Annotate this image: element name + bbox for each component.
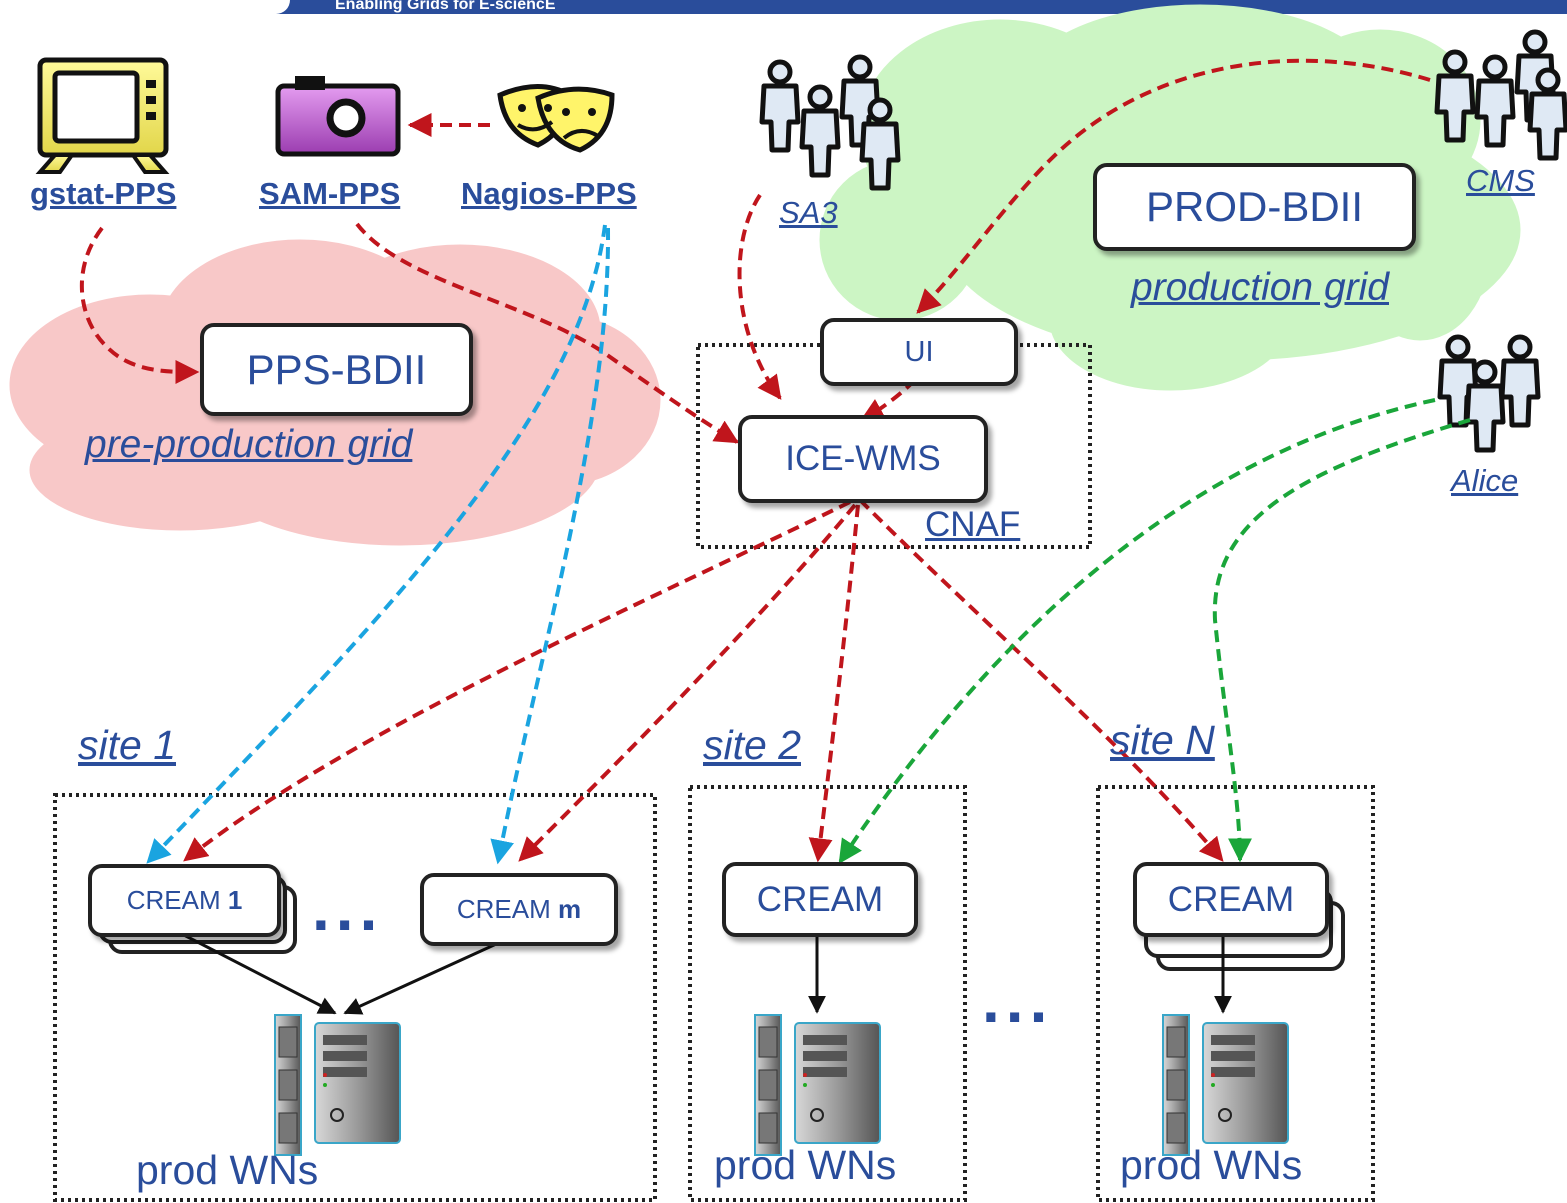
prod-bdii-label: PROD-BDII [1145, 183, 1363, 230]
site-2-cream-label: CREAM [756, 879, 884, 919]
site-n-frame [1096, 785, 1375, 1202]
pps-bdii-box: PPS-BDII [200, 323, 473, 416]
site-n-cream-label: CREAM [1167, 879, 1295, 919]
ui-label: UI [904, 335, 934, 368]
site-1-ellipsis: ... [312, 872, 384, 944]
cream-m-label-index: m [558, 894, 582, 924]
alice-link[interactable]: Alice [1451, 463, 1519, 498]
cream-1-label-prefix: CREAM [126, 885, 228, 915]
alice-people-icon [1440, 337, 1538, 450]
site-2-frame [688, 785, 967, 1202]
red-job-flow-arrows [79, 58, 1431, 863]
site-2-cream-box: CREAM [722, 862, 918, 937]
site-n-worker-nodes-icon [1162, 1014, 1289, 1156]
green-alice-flow-arrows [838, 398, 1471, 865]
cnaf-link[interactable]: CNAF [925, 505, 1021, 544]
site-2-wn-label: prod WNs [714, 1142, 897, 1188]
ice-wms-box: ICE-WMS [738, 415, 988, 503]
pre-production-grid-link[interactable]: pre-production grid [85, 423, 413, 466]
prod-bdii-box: PROD-BDII [1093, 163, 1416, 251]
site-2-worker-nodes-icon [754, 1014, 881, 1156]
site-n-wn-label: prod WNs [1120, 1142, 1303, 1188]
gstat-pps-link[interactable]: gstat-PPS [30, 176, 177, 211]
sam-pps-link[interactable]: SAM-PPS [259, 176, 401, 211]
camera-icon [275, 76, 401, 157]
cms-link[interactable]: CMS [1466, 163, 1535, 198]
site-2-link[interactable]: site 2 [703, 722, 801, 768]
cream-m-label-prefix: CREAM [456, 894, 558, 924]
site-1-cream-m-box: CREAM m [420, 873, 618, 946]
header-banner-curve [0, 0, 290, 14]
cms-people-icon [1437, 32, 1566, 158]
site-1-link[interactable]: site 1 [78, 722, 176, 768]
production-grid-link[interactable]: production grid [1131, 266, 1389, 309]
sites-ellipsis: ... [982, 964, 1054, 1036]
ice-wms-label: ICE-WMS [785, 439, 941, 478]
header-banner-text: Enabling Grids for E-sciencE [335, 0, 556, 13]
ui-box: UI [820, 318, 1018, 386]
ce-to-wn-arrows [179, 931, 1232, 1015]
site-n-link[interactable]: site N [1110, 717, 1215, 763]
site-1-wn-label: prod WNs [136, 1147, 319, 1193]
cyan-monitoring-flow-arrows [146, 224, 611, 865]
tv-icon [35, 57, 170, 174]
site-1-frame [53, 793, 657, 1202]
theatre-masks-icon [497, 84, 615, 153]
site-1-worker-nodes-icon [274, 1014, 401, 1156]
cream-1-label-index: 1 [227, 885, 243, 915]
pps-bdii-label: PPS-BDII [246, 345, 427, 393]
site-1-cream-1-box: CREAM 1 [88, 864, 281, 937]
nagios-pps-link[interactable]: Nagios-PPS [461, 176, 637, 211]
site-n-cream-box: CREAM [1133, 862, 1329, 937]
sa3-link[interactable]: SA3 [779, 195, 838, 230]
